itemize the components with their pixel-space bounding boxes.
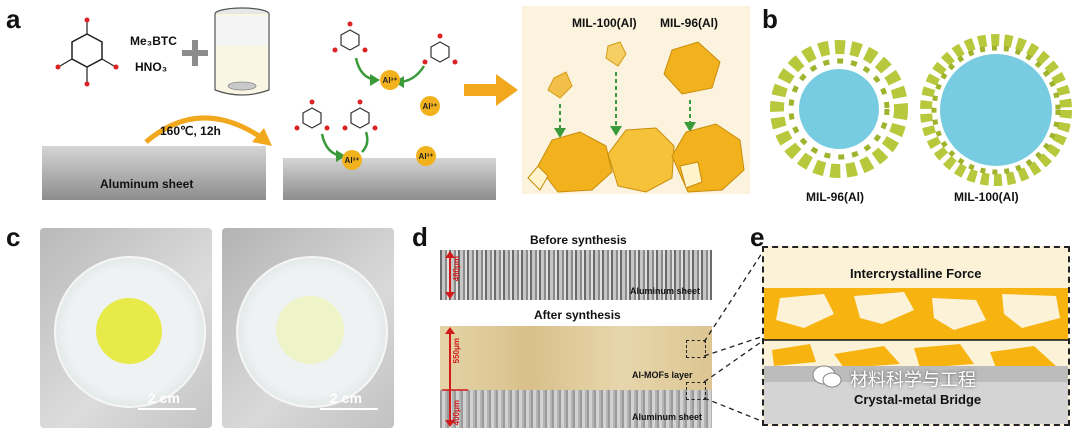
structure-label-mil96: MIL-96(Al) — [806, 190, 864, 204]
linker-molecule-icon — [294, 99, 330, 131]
green-arrows-icon — [320, 131, 369, 162]
panel-d-letter: d — [412, 222, 428, 252]
al-mof-disc-pale — [276, 296, 344, 364]
sheet-label-bottom: Aluminum sheet — [632, 412, 703, 422]
thickness-base: 400μm — [452, 400, 461, 426]
mil96-structure-icon — [770, 40, 908, 178]
measure-arrow-before — [445, 251, 455, 299]
interface-schematic: Intercrystalline Force Crystal-metal Bri… — [762, 246, 1070, 426]
me3btc-molecule-icon — [55, 17, 119, 87]
product-label-mil100: MIL-100(Al) — [572, 16, 637, 30]
crystal-metal-bridge-label: Crystal-metal Bridge — [854, 392, 982, 407]
watermark-text: 材料科学与工程 — [850, 370, 976, 390]
zoom-connector-lines — [703, 249, 765, 423]
thickness-after: 550μm — [452, 338, 461, 364]
reaction-condition: 160℃, 12h — [160, 124, 221, 138]
al-ion: Al³⁺ — [420, 96, 440, 116]
reaction-arrow-icon — [144, 115, 272, 146]
scale-bar — [138, 408, 196, 410]
aluminum-sheet-slab — [42, 146, 266, 200]
panel-b-letter: b — [762, 4, 778, 34]
mof-layer-after — [440, 326, 712, 390]
scale-label: 2 cm — [148, 390, 180, 406]
linker-molecule-icon — [422, 33, 458, 65]
cross-section-before — [440, 250, 712, 300]
beaker-icon — [214, 7, 270, 96]
al-mof-disc-yellow — [96, 298, 162, 364]
measure-arrow-after — [442, 327, 468, 427]
al-ion: Al³⁺ — [380, 70, 400, 90]
structure-label-mil100: MIL-100(Al) — [954, 190, 1019, 204]
panel-e-letter: e — [750, 222, 765, 252]
photo-after: 2 cm — [222, 228, 394, 428]
zoom-box-bottom — [686, 382, 706, 400]
intercrystalline-label: Intercrystalline Force — [850, 266, 982, 281]
linker-molecule-icon — [332, 21, 368, 53]
reagent-hno3: HNO₃ — [135, 60, 168, 74]
panel-c-letter: c — [6, 222, 21, 252]
plus-icon — [182, 40, 208, 66]
scale-label: 2 cm — [330, 390, 362, 406]
sheet-after — [440, 390, 712, 428]
zoom-box-top — [686, 340, 706, 358]
big-arrow-icon — [464, 74, 518, 106]
scale-bar — [320, 408, 378, 410]
wechat-icon — [812, 364, 842, 395]
after-synthesis-title: After synthesis — [534, 308, 621, 322]
linker-molecule-icon — [342, 99, 378, 131]
mof-layer-label: Al-MOFs layer — [632, 370, 693, 380]
product-label-mil96: MIL-96(Al) — [660, 16, 718, 30]
aluminum-sheet-label: Aluminum sheet — [100, 177, 194, 191]
aluminum-sheet-middle — [283, 158, 496, 200]
al-ion: Al³⁺ — [416, 146, 436, 166]
before-synthesis-title: Before synthesis — [530, 233, 627, 247]
thickness-before: 480μm — [452, 256, 461, 282]
sheet-label-top: Aluminum sheet — [630, 286, 701, 296]
photo-before: 2 cm — [40, 228, 212, 428]
panel-a-letter: a — [6, 4, 21, 34]
reagent-me3btc: Me₃BTC — [130, 34, 177, 48]
mil100-structure-icon — [920, 34, 1072, 186]
crystal-growth-illustration — [527, 41, 745, 193]
al-ion: Al³⁺ — [342, 150, 362, 170]
